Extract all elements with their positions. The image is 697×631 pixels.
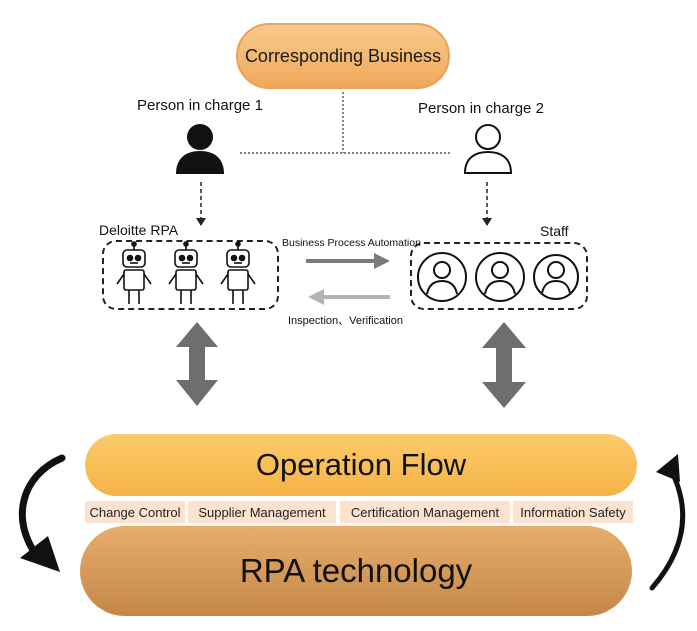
deloitte-rpa-label: Deloitte RPA — [99, 222, 179, 238]
curved-arrow-up-icon — [649, 454, 686, 591]
tag-certification-management: Certification Management — [340, 501, 510, 523]
avatar-icon — [533, 254, 579, 300]
right-arrow-icon — [306, 253, 390, 269]
business-process-automation-label: Business Process Automation — [282, 237, 421, 249]
person-in-charge-1-label: Person in charge 1 — [137, 97, 263, 114]
person-filled-icon — [176, 124, 224, 174]
deloitte-rpa-group — [102, 240, 279, 310]
tag-label: Change Control — [89, 504, 181, 520]
tag-supplier-management: Supplier Management — [188, 501, 336, 523]
corresponding-business-box: Corresponding Business — [236, 23, 450, 89]
tag-label: Information Safety — [520, 504, 626, 520]
vertical-double-arrow-icon-right — [482, 322, 526, 408]
tag-change-control: Change Control — [85, 501, 185, 523]
left-arrow-icon — [308, 289, 390, 305]
person-outline-icon — [463, 124, 513, 174]
operation-flow-label: Operation Flow — [255, 447, 467, 482]
operation-flow-bar: Operation Flow — [85, 434, 637, 496]
exchange-arrows — [306, 253, 390, 305]
person-in-charge-2-label: Person in charge 2 — [418, 100, 544, 117]
robot-icon — [220, 241, 256, 304]
tag-label: Supplier Management — [198, 504, 326, 520]
robot-icon — [168, 241, 204, 304]
tag-label: Certification Management — [350, 504, 500, 520]
robot-icons — [116, 241, 256, 304]
robot-icon — [116, 241, 152, 304]
tag-information-safety: Information Safety — [513, 501, 633, 523]
rpa-technology-bar: RPA technology — [80, 526, 632, 616]
staff-label: Staff — [540, 223, 569, 239]
staff-avatar-icons — [417, 252, 579, 302]
inspection-verification-label: Inspection、Verification — [288, 315, 403, 327]
corresponding-business-label: Corresponding Business — [244, 45, 442, 66]
staff-group — [410, 242, 588, 310]
curved-arrow-down-icon — [19, 454, 66, 572]
rpa-technology-label: RPA technology — [239, 552, 473, 589]
avatar-icon — [417, 252, 467, 302]
avatar-icon — [475, 252, 525, 302]
vertical-double-arrow-icon-left — [176, 322, 218, 406]
